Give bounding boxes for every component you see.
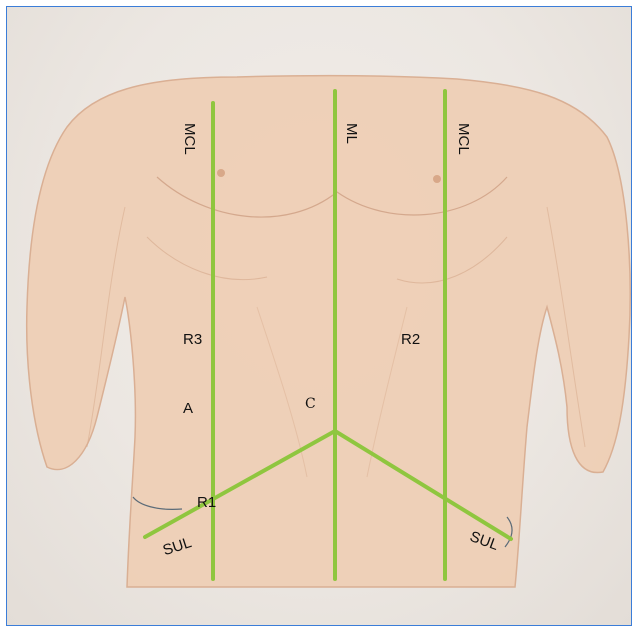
label-mcl-left: MCL — [456, 123, 471, 155]
label-mcl-right: MCL — [182, 123, 197, 155]
label-a: A — [183, 401, 193, 416]
label-c: C — [305, 397, 316, 411]
figure-frame: MCL ML MCL R3 R2 A C R1 SUL SUL — [6, 6, 632, 626]
nipple-left — [433, 175, 441, 183]
torso-illustration — [7, 7, 632, 626]
label-ml: ML — [344, 123, 359, 144]
nipple-right — [217, 169, 225, 177]
label-r2: R2 — [401, 332, 420, 347]
label-r3: R3 — [183, 332, 202, 347]
label-r1: R1 — [197, 495, 216, 510]
torso-silhouette — [27, 76, 630, 587]
